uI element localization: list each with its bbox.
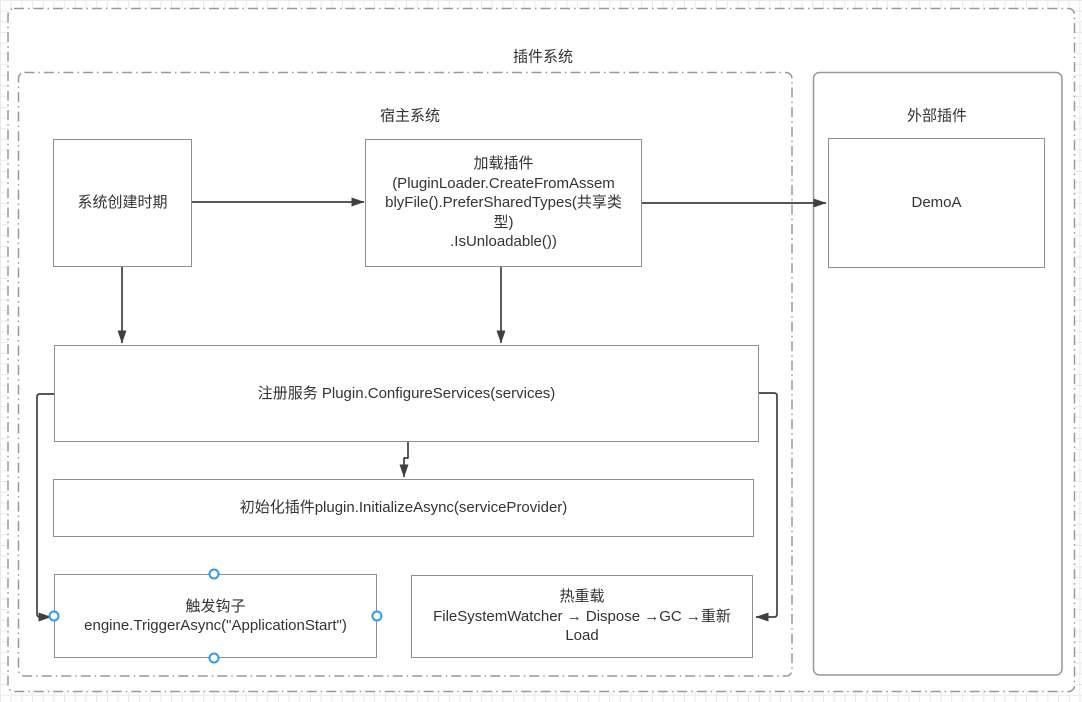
- node-initialize-plugin-label: 初始化插件plugin.InitializeAsync(serviceProvi…: [239, 499, 568, 517]
- node-register-services-label: 注册服务 Plugin.ConfigureServices(services): [257, 384, 556, 402]
- plugin-system-label: 插件系统: [512, 48, 574, 66]
- selection-handle-left[interactable]: [48, 610, 60, 622]
- selection-handle-right[interactable]: [371, 610, 383, 622]
- node-trigger-hook[interactable]: 触发钩子 engine.TriggerAsync("ApplicationSta…: [54, 574, 377, 658]
- node-system-creation-label: 系统创建时期: [77, 194, 168, 212]
- node-load-plugin[interactable]: 加载插件 (PluginLoader.CreateFromAssem blyFi…: [365, 139, 642, 267]
- external-plugin-label: 外部插件: [906, 107, 968, 125]
- edge-register-to-hotreload[interactable]: [755, 392, 778, 622]
- node-register-services[interactable]: 注册服务 Plugin.ConfigureServices(services): [54, 345, 759, 442]
- node-system-creation[interactable]: 系统创建时期: [53, 139, 192, 267]
- host-system-label: 宿主系统: [379, 107, 441, 125]
- node-initialize-plugin[interactable]: 初始化插件plugin.InitializeAsync(serviceProvi…: [53, 479, 754, 537]
- node-demo-a[interactable]: DemoA: [828, 138, 1045, 268]
- edge-register-to-initialize[interactable]: [399, 442, 409, 478]
- node-load-plugin-label: 加载插件 (PluginLoader.CreateFromAssem blyFi…: [385, 155, 622, 251]
- edge-register-to-trigger[interactable]: [36, 393, 54, 622]
- node-hot-reload-label: 热重载 FileSystemWatcher → Dispose →GC →重新 …: [433, 588, 731, 645]
- selection-handle-top[interactable]: [208, 568, 220, 580]
- node-demo-a-label: DemoA: [911, 194, 962, 212]
- node-trigger-hook-label: 触发钩子 engine.TriggerAsync("ApplicationSta…: [84, 597, 347, 635]
- node-hot-reload[interactable]: 热重载 FileSystemWatcher → Dispose →GC →重新 …: [411, 575, 753, 658]
- selection-handle-bottom[interactable]: [208, 652, 220, 664]
